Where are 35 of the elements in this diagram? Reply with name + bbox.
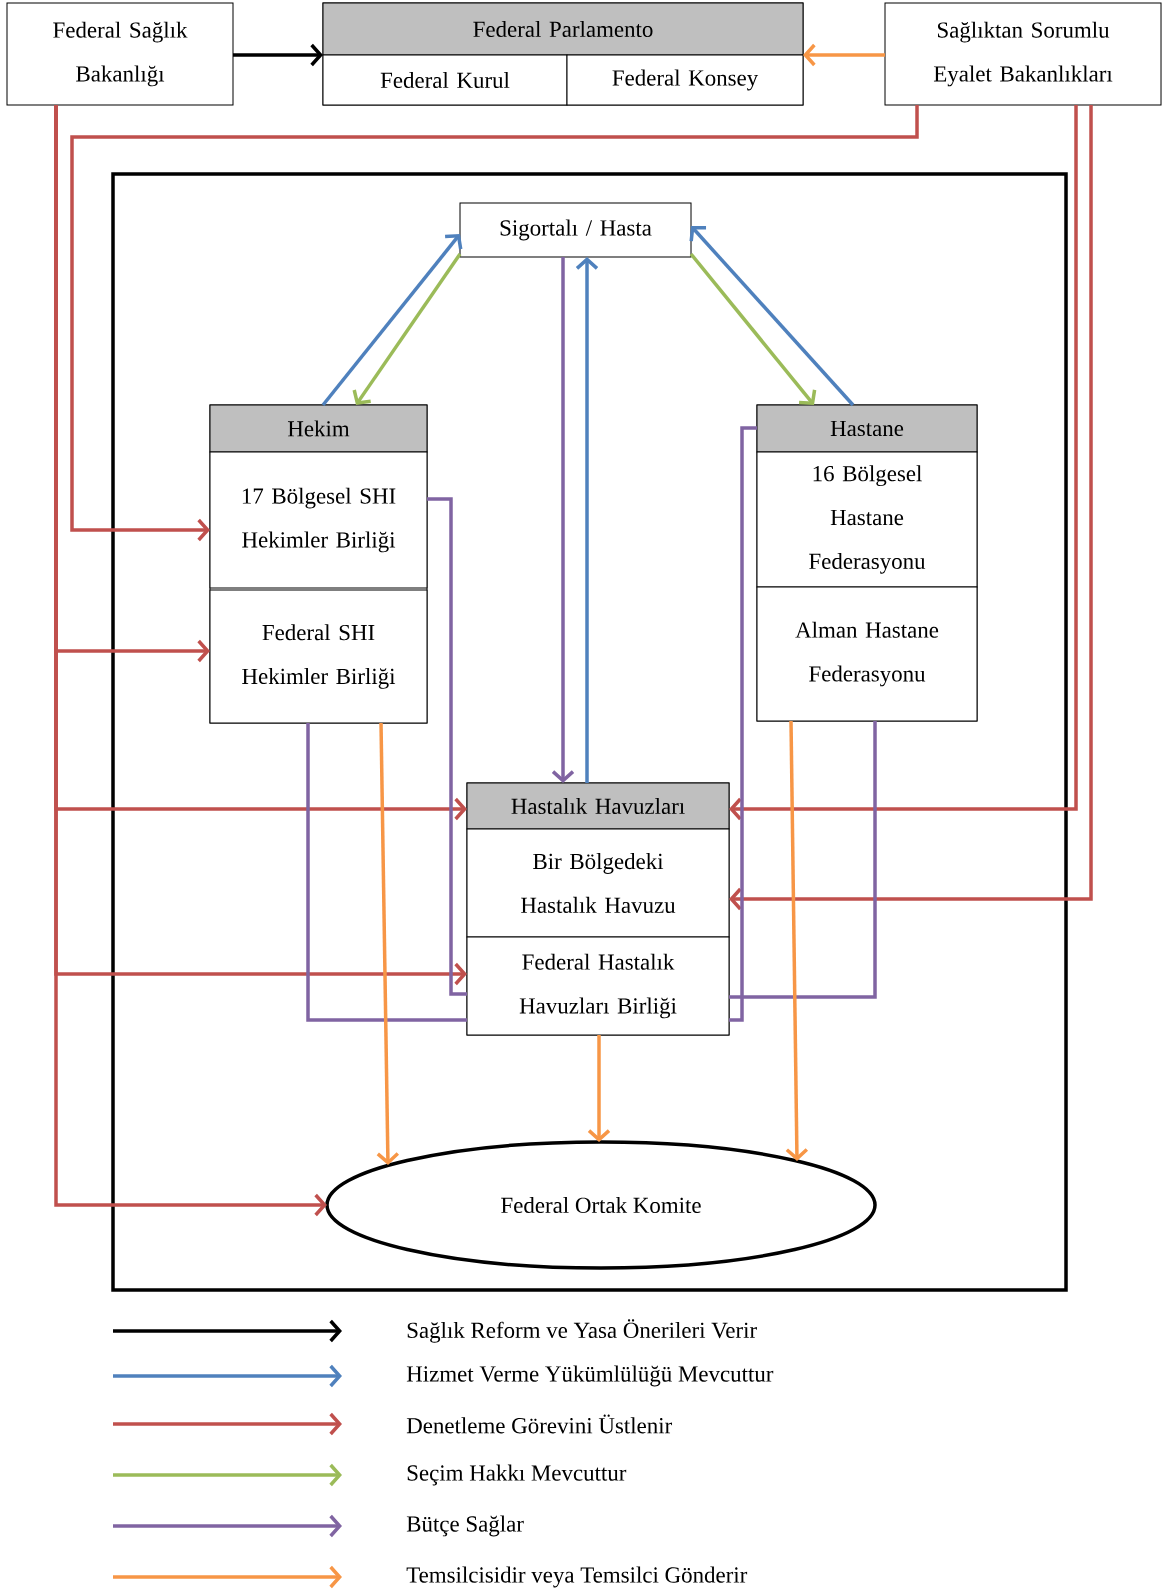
arrow (70, 105, 919, 542)
legend-label: Bütçe Sağlar (406, 1515, 524, 1537)
legend-label: Temsilcisidir veya Temsilci Gönderir (406, 1566, 748, 1588)
arrow (689, 225, 855, 407)
legend-label: Sağlık Reform ve Yasa Önerileri Verir (407, 1319, 757, 1343)
legend-label: Seçim Hakkı Mevcuttur (407, 1464, 627, 1486)
process-box: Federal SHI Hekimler Birliği (209, 589, 428, 724)
arrow (233, 43, 323, 67)
legend-label: Hizmet Verme Yükümlülüğü Mevcuttur (406, 1365, 774, 1387)
connector-line (306, 723, 467, 1022)
ellipse-node: Federal Ortak Komite (325, 1140, 877, 1270)
process-box: Alman Hastane Federasyonu (756, 586, 978, 722)
arrow (551, 257, 575, 783)
arrow (587, 1035, 611, 1142)
process-box: Sigortalı / Hasta (459, 202, 692, 258)
process-box: Bir Bölgedeki Hastalık Havuzu (466, 828, 730, 938)
table-cell-box: Federal Konsey (566, 54, 804, 106)
process-box: Federal Hastalık Havuzları Birliği (466, 936, 730, 1036)
legend-label: Denetleme Görevini Üstlenir (406, 1414, 672, 1434)
arrow (54, 105, 327, 1217)
connector-line (427, 497, 467, 996)
arrow (376, 722, 399, 1165)
arrow (785, 721, 809, 1161)
connector-line (729, 426, 757, 1022)
connector-line (729, 721, 877, 999)
arrow (352, 253, 462, 405)
arrow (321, 234, 463, 407)
process-box: Federal Sağlık Bakanlığı (6, 2, 234, 106)
arrow (575, 257, 599, 783)
process-box: Sağlıktan Sorumlu Eyalet Bakanlıkları (884, 2, 1162, 106)
arrow (803, 43, 885, 67)
table-cell-box: Federal Kurul (322, 54, 568, 106)
arrow (689, 252, 817, 405)
process-box: 16 Bölgesel Hastane Federasyonu (756, 451, 978, 588)
process-box: 17 Bölgesel SHI Hekimler Birliği (209, 451, 428, 589)
